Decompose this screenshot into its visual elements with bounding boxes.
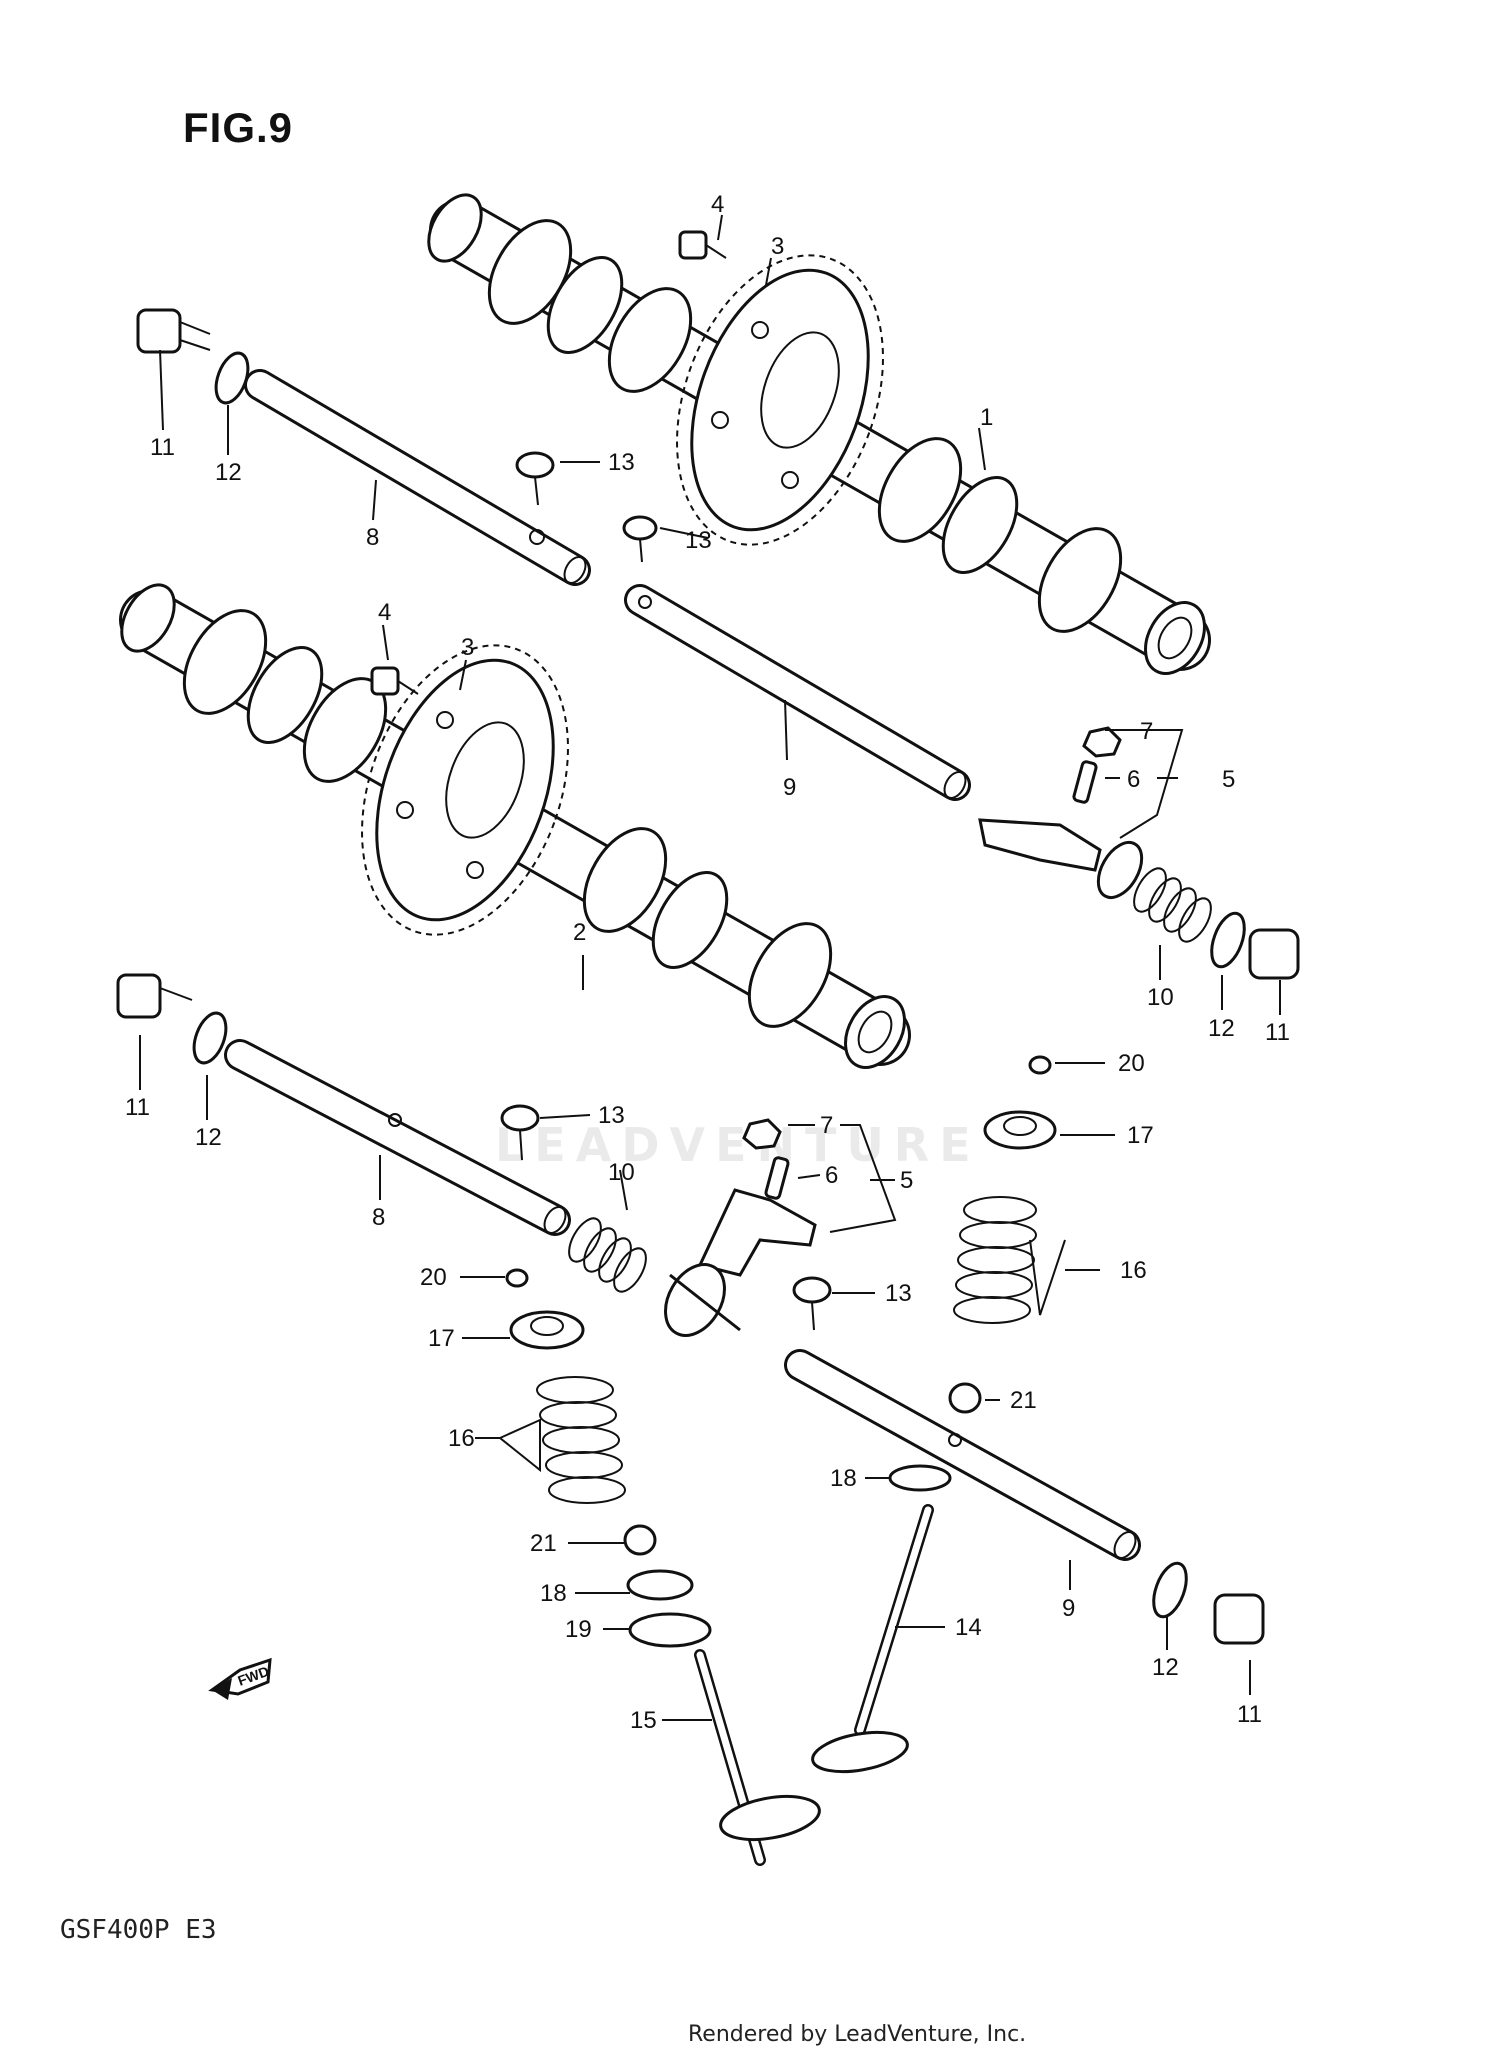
rocker-shaft-8-lower[interactable] bbox=[224, 1039, 571, 1237]
model-code: GSF400P E3 bbox=[60, 1915, 217, 1945]
rocker-arm-5-upper[interactable] bbox=[978, 818, 1151, 905]
washer-12-c[interactable] bbox=[1205, 909, 1250, 971]
washer-12-a[interactable] bbox=[210, 349, 254, 407]
sprocket-bolt-lower[interactable] bbox=[370, 666, 419, 696]
watermark-text: LEADVENTURE bbox=[495, 1118, 981, 1172]
shaft-plug-11-a[interactable] bbox=[136, 308, 211, 354]
callout-4: 4 bbox=[378, 599, 391, 626]
callout-13: 13 bbox=[885, 1280, 912, 1307]
callout-18: 18 bbox=[540, 1580, 567, 1607]
spring-seat-18-left[interactable] bbox=[626, 1569, 694, 1601]
valve-spring-16-right[interactable] bbox=[953, 1196, 1037, 1324]
callout-6: 6 bbox=[1127, 766, 1140, 793]
callout-1: 1 bbox=[980, 404, 993, 431]
callout-11: 11 bbox=[150, 434, 175, 461]
callout-2: 2 bbox=[573, 919, 586, 946]
rocker-shaft-9-upper[interactable] bbox=[624, 584, 971, 802]
cotter-20-left[interactable] bbox=[505, 1268, 529, 1288]
leader-lines bbox=[139, 214, 1281, 1721]
callout-20: 20 bbox=[1118, 1050, 1145, 1077]
stem-seal-21-right[interactable] bbox=[948, 1382, 982, 1414]
screw-13-c[interactable] bbox=[500, 1104, 540, 1161]
adjust-nut-7-upper[interactable] bbox=[1082, 726, 1122, 758]
shaft-plug-11-b[interactable] bbox=[116, 973, 193, 1019]
adjust-nut-7-lower[interactable] bbox=[742, 1118, 782, 1150]
intake-valve-15[interactable] bbox=[694, 1649, 823, 1866]
callout-17: 17 bbox=[1127, 1122, 1154, 1149]
valve-spring-16-left[interactable] bbox=[536, 1376, 626, 1504]
callout-8: 8 bbox=[366, 524, 379, 551]
callout-11: 11 bbox=[125, 1094, 150, 1121]
callout-4: 4 bbox=[711, 191, 724, 218]
callout-11: 11 bbox=[1237, 1701, 1262, 1728]
cotter-20-right[interactable] bbox=[1028, 1055, 1052, 1075]
render-credit: Rendered by LeadVenture, Inc. bbox=[688, 2022, 1027, 2047]
callout-21: 21 bbox=[530, 1530, 557, 1557]
callout-16: 16 bbox=[1120, 1257, 1147, 1284]
callout-17: 17 bbox=[428, 1325, 455, 1352]
callout-13: 13 bbox=[685, 527, 712, 554]
washer-12-d[interactable] bbox=[1147, 1559, 1192, 1621]
callout-19: 19 bbox=[565, 1616, 592, 1643]
callout-15: 15 bbox=[630, 1707, 657, 1734]
callout-9: 9 bbox=[783, 774, 796, 801]
callout-16: 16 bbox=[448, 1425, 475, 1452]
screw-13-b[interactable] bbox=[622, 515, 658, 563]
rocker-arm-5-lower[interactable] bbox=[653, 1188, 817, 1346]
cam-sprocket-lower[interactable] bbox=[324, 617, 605, 964]
callout-18: 18 bbox=[830, 1465, 857, 1492]
screw-13-a[interactable] bbox=[515, 451, 555, 506]
spring-seat-18-right[interactable] bbox=[888, 1464, 952, 1492]
exhaust-valve-14[interactable] bbox=[810, 1504, 934, 1778]
shaft-plug-11-c[interactable] bbox=[1248, 928, 1300, 980]
callout-6: 6 bbox=[825, 1162, 838, 1189]
callout-7: 7 bbox=[1140, 718, 1153, 745]
callout-3: 3 bbox=[771, 233, 784, 260]
callout-20: 20 bbox=[420, 1264, 447, 1291]
callout-12: 12 bbox=[1208, 1015, 1235, 1042]
callout-13: 13 bbox=[608, 449, 635, 476]
callout-8: 8 bbox=[372, 1204, 385, 1231]
stem-seal-21-left[interactable] bbox=[623, 1524, 657, 1556]
callout-21: 21 bbox=[1010, 1387, 1037, 1414]
callout-5: 5 bbox=[900, 1167, 913, 1194]
shim-19-left[interactable] bbox=[628, 1612, 712, 1648]
sprocket-bolt-upper[interactable] bbox=[678, 230, 727, 260]
shaft-plug-11-d[interactable] bbox=[1213, 1593, 1265, 1645]
adjust-screw-6-upper[interactable] bbox=[1072, 760, 1098, 804]
callout-13: 13 bbox=[598, 1102, 625, 1129]
rocker-spring-10-lower[interactable] bbox=[563, 1213, 653, 1297]
callout-14: 14 bbox=[955, 1614, 982, 1641]
callout-10: 10 bbox=[608, 1159, 635, 1186]
callout-9: 9 bbox=[1062, 1595, 1075, 1622]
callout-12: 12 bbox=[195, 1124, 222, 1151]
retainer-17-right[interactable] bbox=[983, 1110, 1057, 1150]
rocker-spring-10-upper[interactable] bbox=[1128, 863, 1218, 947]
callout-12: 12 bbox=[1152, 1654, 1179, 1681]
screw-13-d[interactable] bbox=[792, 1276, 832, 1331]
callout-7: 7 bbox=[820, 1112, 833, 1139]
adjust-screw-6-lower[interactable] bbox=[764, 1156, 790, 1200]
figure-title: FIG.9 bbox=[183, 104, 294, 151]
retainer-17-left[interactable] bbox=[509, 1310, 585, 1350]
callout-10: 10 bbox=[1147, 984, 1174, 1011]
rocker-shaft-8-upper[interactable] bbox=[244, 369, 591, 587]
callout-labels: 4 3 1 11 12 13 8 13 4 3 9 7 6 5 10 12 11… bbox=[125, 191, 1290, 1734]
cam-sprocket-upper[interactable] bbox=[639, 227, 920, 574]
callout-12: 12 bbox=[215, 459, 242, 486]
fwd-arrow-icon: FWD bbox=[208, 1657, 272, 1700]
callout-11: 11 bbox=[1265, 1019, 1290, 1046]
washer-12-b[interactable] bbox=[188, 1009, 232, 1067]
callout-3: 3 bbox=[461, 634, 474, 661]
rocker-shaft-9-lower[interactable] bbox=[784, 1349, 1141, 1562]
callout-5: 5 bbox=[1222, 766, 1235, 793]
